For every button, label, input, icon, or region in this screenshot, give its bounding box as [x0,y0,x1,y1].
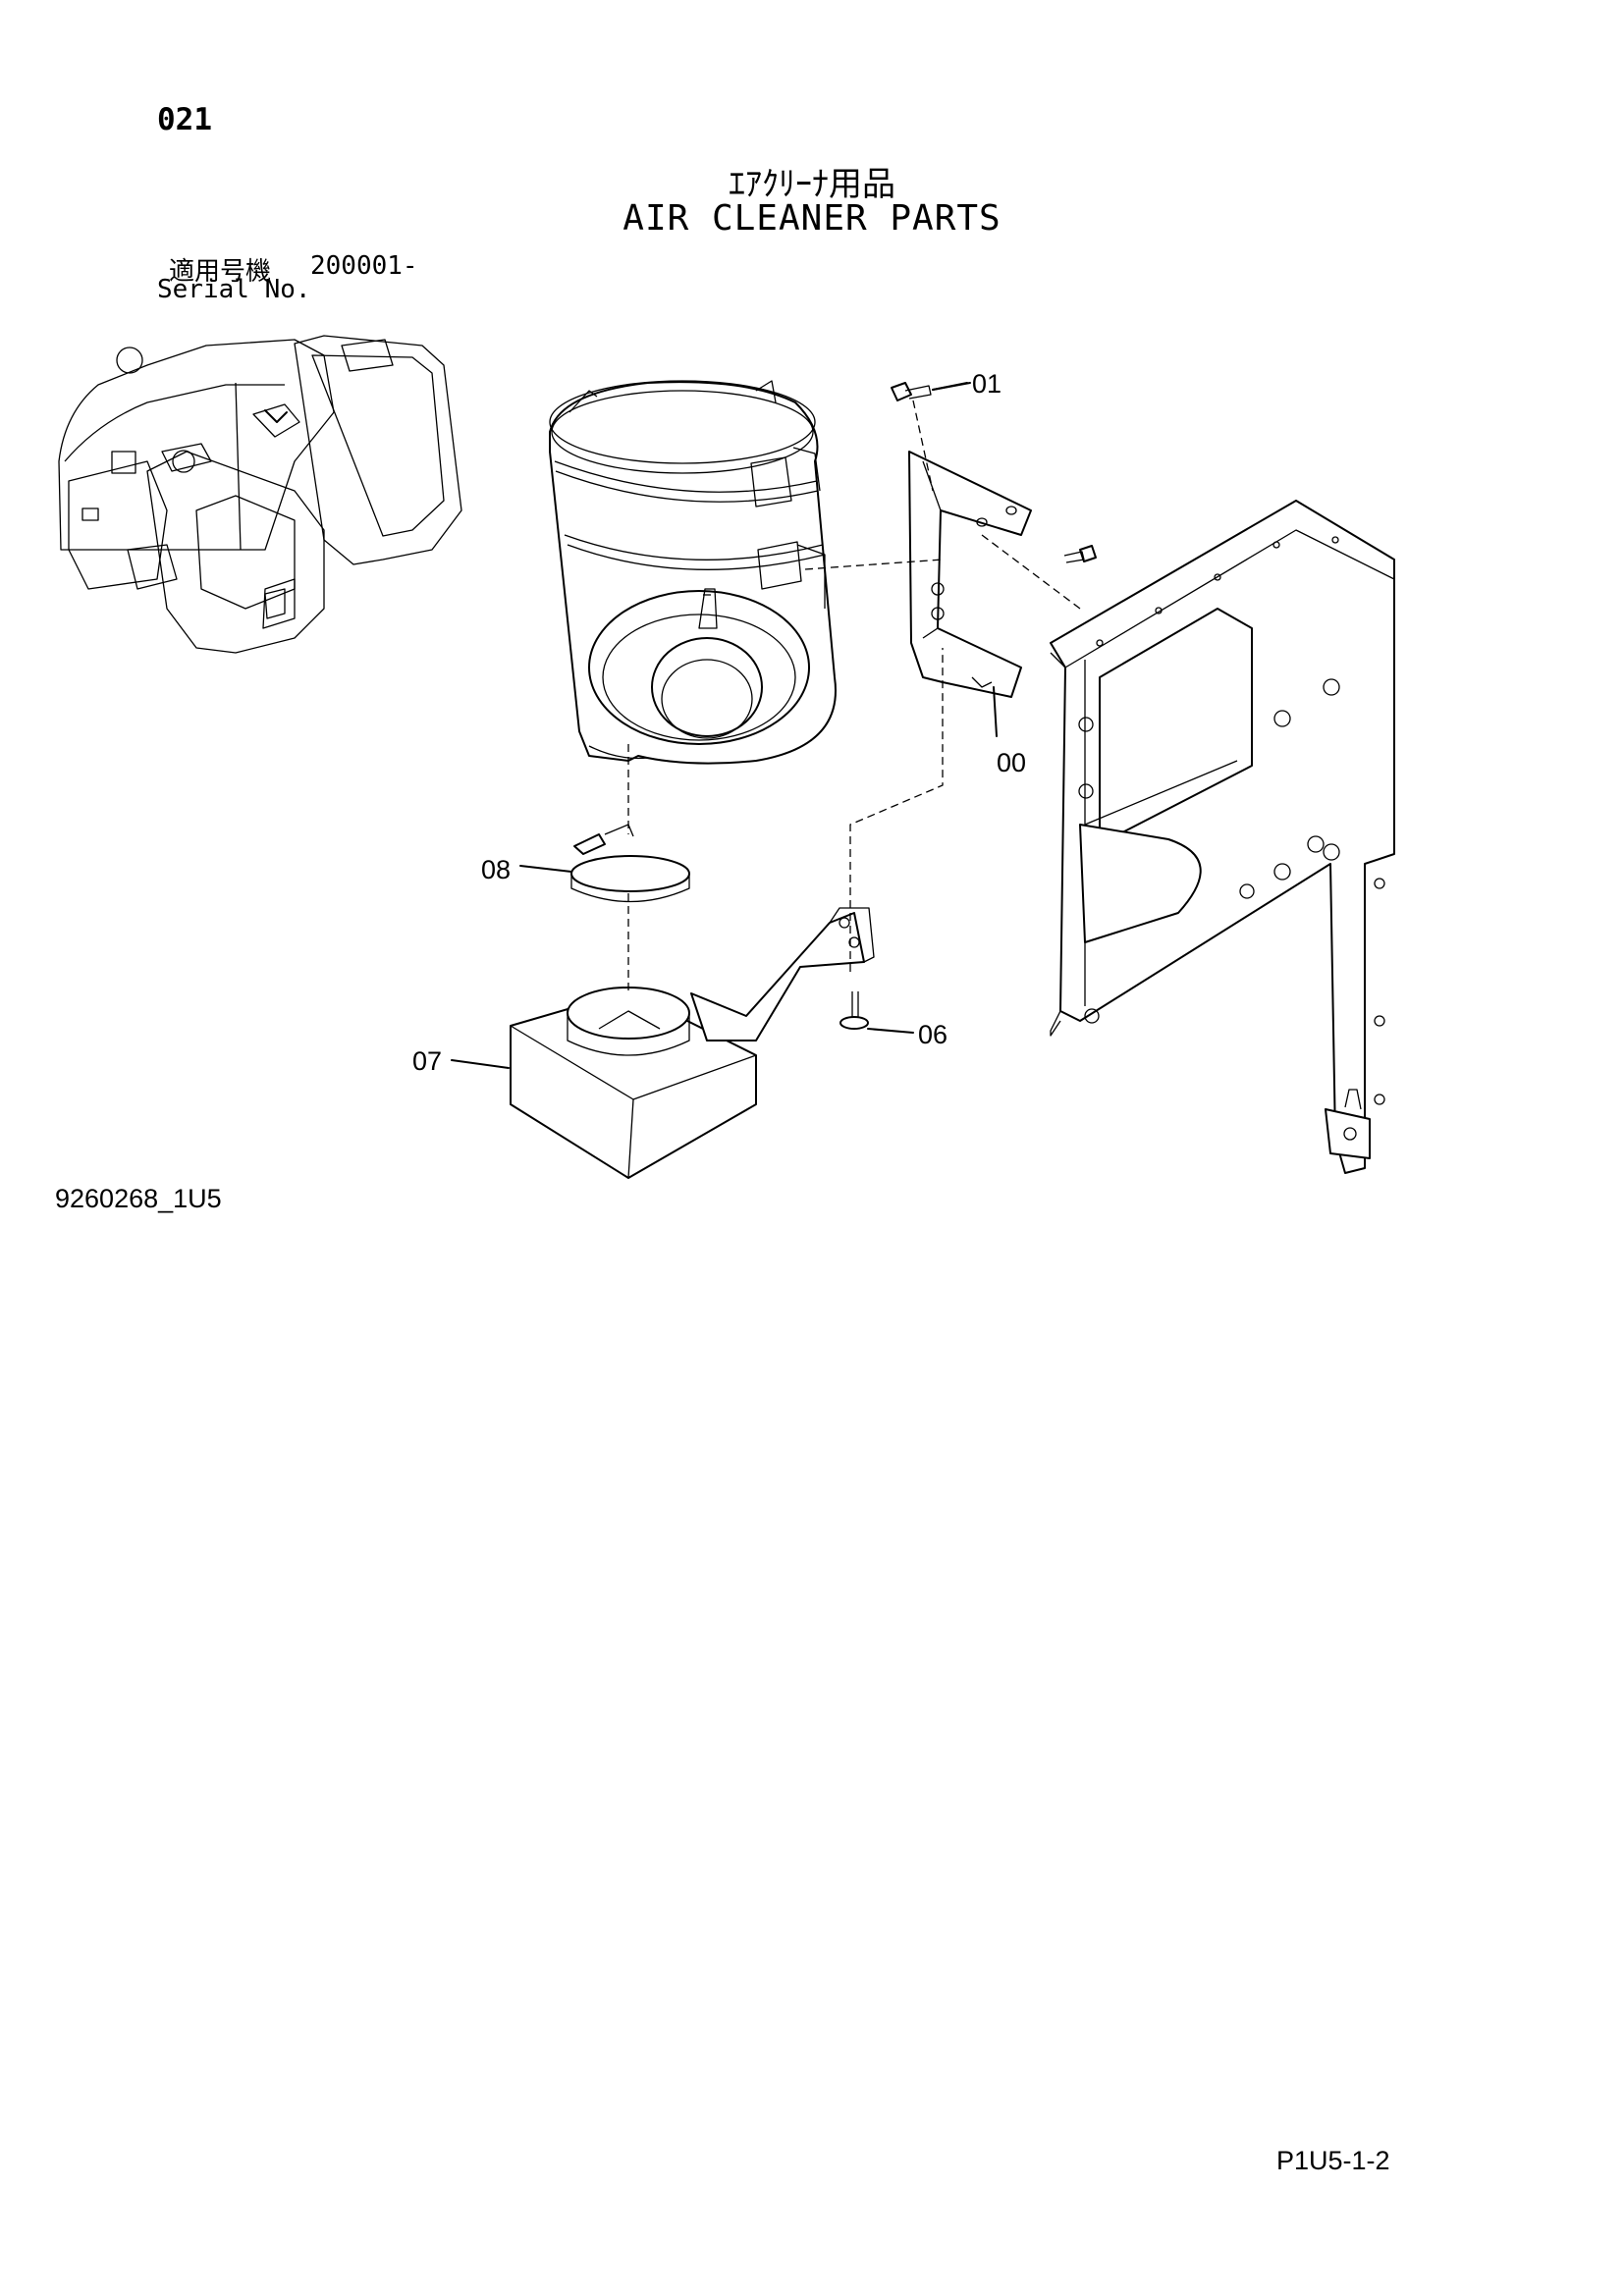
page-reference: P1U5-1-2 [1276,2146,1390,2175]
hose-clamp-part-08 [570,824,690,903]
callout-07: 07 [412,1046,442,1076]
callout-leader-08 [519,865,572,873]
page-title: AIR CLEANER PARTS [623,198,1001,239]
bolt-part-06 [839,991,869,1030]
page-number: 021 [157,102,212,137]
page-title-japanese: ｴｱｸﾘｰﾅ用品 [729,165,895,204]
serial-label: Serial No. [157,275,311,304]
machine-locator-image [58,335,462,654]
callout-leader-06 [867,1028,914,1034]
serial-label-japanese: 適用号機 [169,257,272,287]
assembly-guide-lines [627,400,1081,991]
callout-08: 08 [481,855,511,884]
serial-number-value: 200001- [310,251,418,281]
intake-duct-part-07 [510,907,875,1179]
mounting-plate [1050,500,1395,1174]
callout-00: 00 [997,748,1026,777]
callout-leader-00 [993,686,998,737]
air-cleaner-assembly [549,380,837,765]
figure-id: 9260268_1U5 [55,1184,222,1213]
callout-01: 01 [972,369,1001,399]
bolt [1063,545,1097,563]
mounting-bracket-part-00 [908,451,1032,698]
callout-leader-07 [451,1059,510,1069]
callout-06: 06 [918,1020,947,1049]
callout-leader-01 [932,382,968,391]
